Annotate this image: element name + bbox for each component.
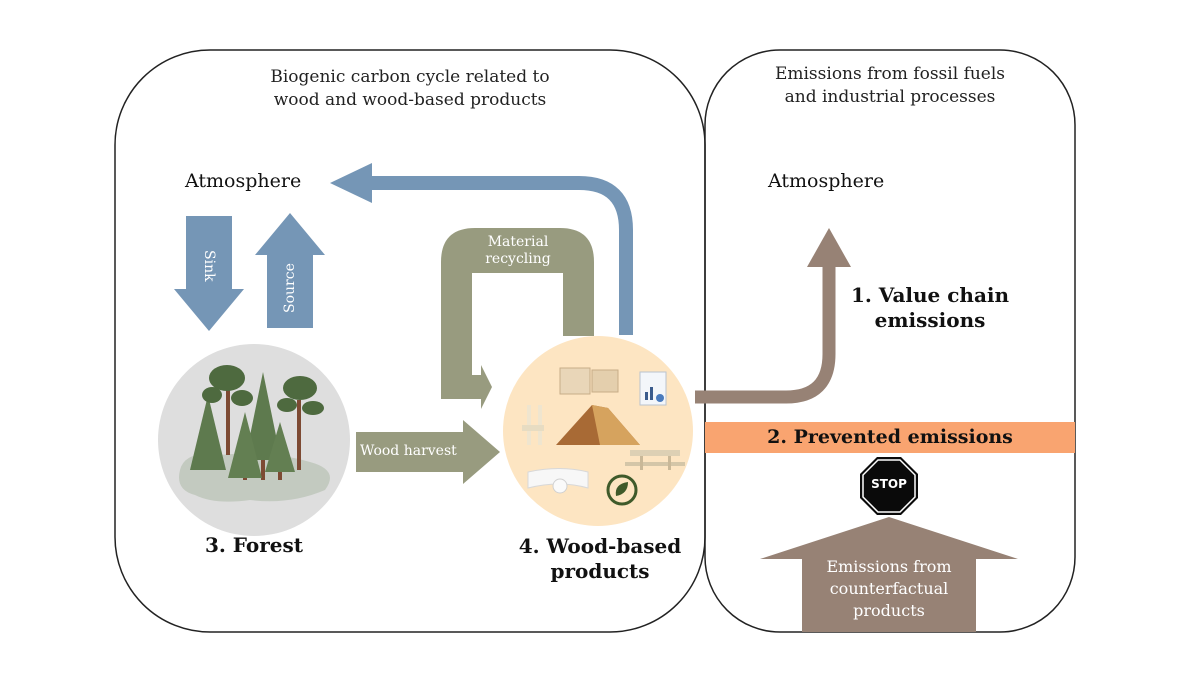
- recycling-label-line1: Material: [487, 234, 549, 250]
- atmosphere-label-left: Atmosphere: [185, 170, 302, 192]
- wood-products-label-line1: 4. Wood-based: [518, 534, 682, 558]
- bioenergy-plug-icon: [606, 474, 638, 506]
- tree-icon: [245, 372, 281, 480]
- crates-icon: [559, 367, 619, 395]
- forest-label: 3. Forest: [204, 533, 304, 557]
- source-label: Source: [282, 263, 298, 313]
- right-panel-title-line1: Emissions from fossil fuels: [774, 64, 1006, 84]
- stop-sign-text: STOP: [871, 477, 907, 491]
- picnic-table-icon: [625, 450, 685, 470]
- tree-icon: [228, 412, 262, 480]
- sink-label: Sink: [201, 250, 217, 282]
- recycling-label: Material recycling: [468, 234, 568, 268]
- release-arrow: [330, 163, 633, 335]
- left-panel-title: Biogenic carbon cycle related to wood an…: [215, 66, 605, 112]
- stop-sign-icon: [860, 457, 918, 515]
- atmosphere-label-right: Atmosphere: [768, 170, 885, 192]
- log-pile-icon: [556, 405, 640, 445]
- wood-products-label: 4. Wood-based products: [510, 534, 690, 584]
- counterfactual-arrow: [760, 517, 1018, 632]
- left-panel-title-line1: Biogenic carbon cycle related to: [270, 67, 550, 87]
- source-arrow: [255, 213, 325, 328]
- value-chain-label-line1: 1. Value chain: [850, 283, 1010, 307]
- tree-icon: [202, 365, 253, 455]
- products-illustration: [503, 336, 693, 526]
- forest-illustration: [158, 344, 350, 536]
- recycling-label-line2: recycling: [485, 251, 551, 267]
- chair-icon: [522, 405, 544, 445]
- recycling-arrow: [441, 228, 594, 409]
- left-panel-title-line2: wood and wood-based products: [273, 90, 547, 110]
- paper-roll-icon: [527, 468, 589, 494]
- sink-arrow: [174, 216, 244, 331]
- counterfactual-label-line3: products: [853, 601, 925, 620]
- tree-icon: [265, 422, 295, 480]
- wood-products-label-line2: products: [550, 559, 650, 583]
- value-chain-arrow: [695, 228, 851, 404]
- prevented-emissions-label: 2. Prevented emissions: [767, 426, 1013, 448]
- tree-icon: [277, 376, 324, 470]
- wood-harvest-label: Wood harvest: [360, 443, 457, 459]
- tree-icon: [190, 395, 226, 470]
- right-panel-title-line2: and industrial processes: [784, 87, 996, 107]
- document-chart-icon: [639, 371, 667, 406]
- counterfactual-label-line2: counterfactual: [829, 579, 949, 598]
- value-chain-emissions-label: 1. Value chain emissions: [850, 283, 1010, 333]
- prevented-emissions-bar: [705, 422, 1075, 453]
- counterfactual-emissions-label: Emissions from counterfactual products: [802, 556, 976, 622]
- right-panel-title: Emissions from fossil fuels and industri…: [730, 63, 1050, 109]
- counterfactual-label-line1: Emissions from: [826, 557, 952, 576]
- value-chain-label-line2: emissions: [874, 308, 986, 332]
- wood-harvest-arrow: [356, 420, 500, 484]
